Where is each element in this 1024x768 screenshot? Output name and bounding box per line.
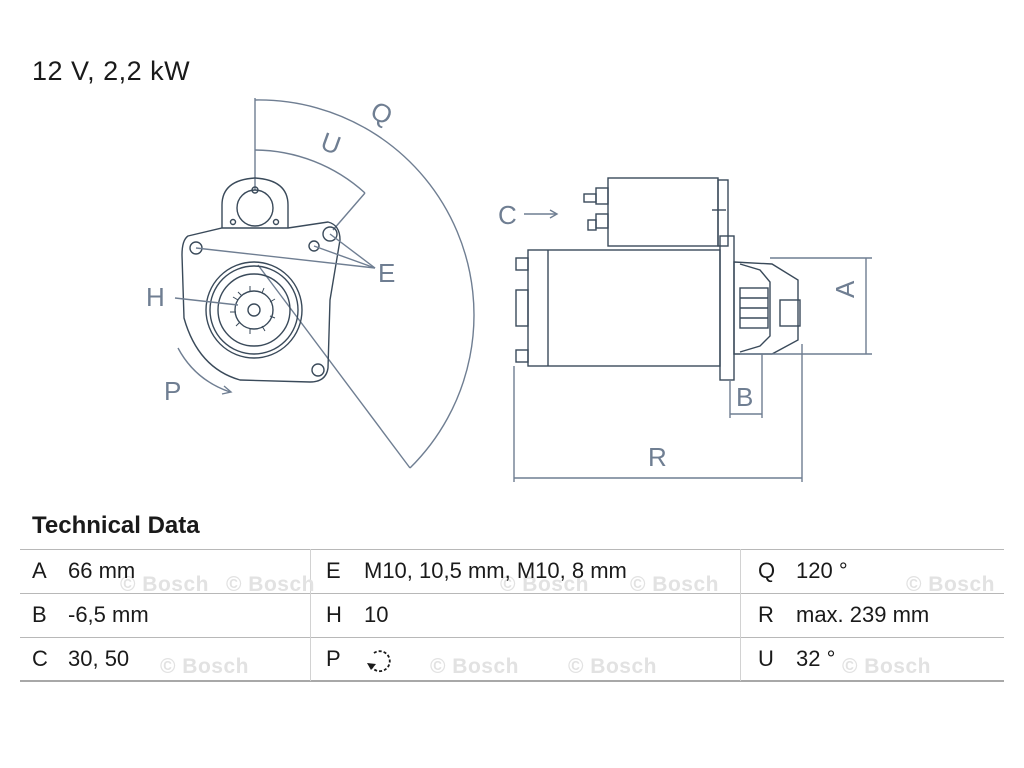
watermark: © Bosch [226, 573, 315, 596]
value-h: 10 [364, 602, 389, 627]
watermark: © Bosch [842, 655, 931, 678]
value-r: max. 239 mm [796, 602, 930, 627]
label-c: C [498, 200, 517, 230]
label-a: A [830, 280, 860, 298]
key-p: P [326, 646, 341, 671]
value-b: -6,5 mm [68, 602, 149, 627]
flange-hole-bottom [311, 363, 325, 377]
key-b: B [32, 602, 47, 627]
label-u: U [317, 126, 345, 161]
label-h: H [146, 282, 165, 312]
technical-data-title: Technical Data [32, 512, 200, 539]
value-q: 120 ° [796, 558, 848, 583]
watermark: © Bosch [430, 655, 519, 678]
housing-outer [205, 261, 303, 359]
ear-bore [236, 189, 274, 227]
label-e: E [378, 258, 395, 288]
watermark: © Bosch [568, 655, 657, 678]
drive-nose [733, 261, 799, 355]
watermark: © Bosch [906, 573, 995, 596]
solenoid [607, 177, 719, 247]
flange-hole-right [322, 226, 338, 242]
label-p: P [164, 376, 181, 406]
technical-data-table: © Bosch © Bosch © Bosch © Bosch © Bosch … [20, 549, 1004, 682]
rotation-direction-icon [367, 650, 391, 673]
value-a: 66 mm [68, 558, 136, 583]
key-a: A [32, 558, 47, 583]
value-u: 32 ° [796, 646, 836, 671]
side-flange [719, 235, 735, 381]
value-e: M10, 10,5 mm, M10, 8 mm [364, 558, 627, 583]
watermark: © Bosch [630, 573, 719, 596]
q-angle-arc [254, 99, 475, 469]
u-angle-arc [254, 149, 366, 194]
starter-motor-drawing: Q U E H P C A B R [146, 95, 872, 482]
key-q: Q [758, 558, 776, 583]
key-c: C [32, 646, 48, 671]
motor-body [527, 249, 721, 367]
key-u: U [758, 646, 774, 671]
key-e: E [326, 558, 341, 583]
key-h: H [326, 602, 342, 627]
watermark: © Bosch [160, 655, 249, 678]
pinion-gear [234, 290, 274, 330]
key-r: R [758, 602, 774, 627]
voltage-power-heading: 12 V, 2,2 kW [32, 56, 191, 86]
watermark: © Bosch [120, 573, 209, 596]
rotation-arrow [177, 347, 231, 393]
label-r: R [648, 442, 667, 472]
mounting-ear [221, 177, 289, 228]
label-q: Q [366, 95, 397, 131]
value-c: 30, 50 [68, 646, 130, 671]
flange-hole-mid [308, 240, 320, 252]
label-b: B [736, 382, 753, 412]
mounting-flange [181, 221, 341, 383]
watermark: © Bosch [500, 573, 589, 596]
